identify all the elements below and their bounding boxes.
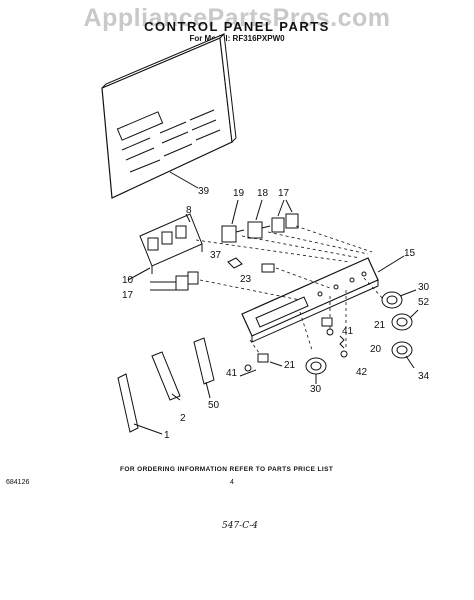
callout-52: 52 — [418, 297, 430, 308]
part-30-knob-bottom[interactable] — [305, 357, 327, 375]
part-18-switch[interactable] — [247, 221, 271, 239]
part-17-switch-upper[interactable] — [271, 213, 299, 233]
part-21-bracket-lower[interactable] — [257, 353, 269, 363]
part-34-knob[interactable] — [391, 341, 413, 359]
callout-15: 15 — [404, 248, 416, 259]
callout-50: 50 — [208, 400, 220, 411]
callout-39: 39 — [198, 186, 210, 197]
callout-21-lower: 21 — [284, 360, 296, 371]
part-42-clip[interactable] — [340, 350, 348, 358]
callout-37: 37 — [210, 250, 222, 261]
callout-17-lower: 17 — [122, 290, 134, 301]
part-15-control-panel[interactable] — [241, 257, 379, 343]
part-30-knob-right[interactable] — [381, 291, 403, 309]
part-41-screw-upper[interactable] — [326, 328, 334, 336]
part-17-switch-lower[interactable] — [175, 271, 199, 291]
side-code: 684126 — [6, 479, 30, 486]
callout-21-upper: 21 — [374, 320, 386, 331]
callout-23: 23 — [240, 274, 252, 285]
part-23-element[interactable] — [261, 263, 275, 273]
part-21-bracket-upper[interactable] — [321, 317, 333, 327]
callout-30-bottom: 30 — [310, 384, 322, 395]
part-50-end-cap[interactable] — [193, 337, 215, 385]
page-number: 4 — [230, 479, 234, 486]
callout-10: 10 — [122, 275, 134, 286]
callout-18: 18 — [257, 188, 269, 199]
callout-2: 2 — [180, 413, 186, 424]
callout-41-upper: 41 — [342, 326, 354, 337]
part-19-switch[interactable] — [221, 225, 245, 243]
callout-42: 42 — [356, 367, 368, 378]
part-20-spring[interactable] — [339, 335, 345, 349]
part-39-back-guard[interactable] — [101, 32, 237, 199]
part-8-switch-bracket[interactable] — [139, 213, 203, 274]
callout-20: 20 — [370, 344, 382, 355]
callout-1: 1 — [164, 430, 170, 441]
callout-34: 34 — [418, 371, 430, 382]
callout-19: 19 — [233, 188, 245, 199]
handwritten-code: 547-C-4 — [222, 521, 258, 531]
part-37-clip[interactable] — [227, 257, 243, 269]
part-52-knob[interactable] — [391, 313, 413, 331]
watermark: AppliancePartsPros.com — [83, 4, 391, 32]
part-2-end-cap[interactable] — [151, 351, 181, 401]
model-line: For Model: RF316PXPW0 — [189, 34, 285, 43]
part-1-side-trim[interactable] — [117, 373, 139, 433]
callout-8: 8 — [186, 205, 192, 216]
diagram-title: CONTROL PANEL PARTS — [144, 19, 330, 34]
part-41-screw-lower[interactable] — [244, 364, 252, 372]
ordering-note: FOR ORDERING INFORMATION REFER TO PARTS … — [120, 466, 334, 473]
callout-17-upper: 17 — [278, 188, 290, 199]
callout-30-right: 30 — [418, 282, 430, 293]
callout-41-lower: 41 — [226, 368, 238, 379]
